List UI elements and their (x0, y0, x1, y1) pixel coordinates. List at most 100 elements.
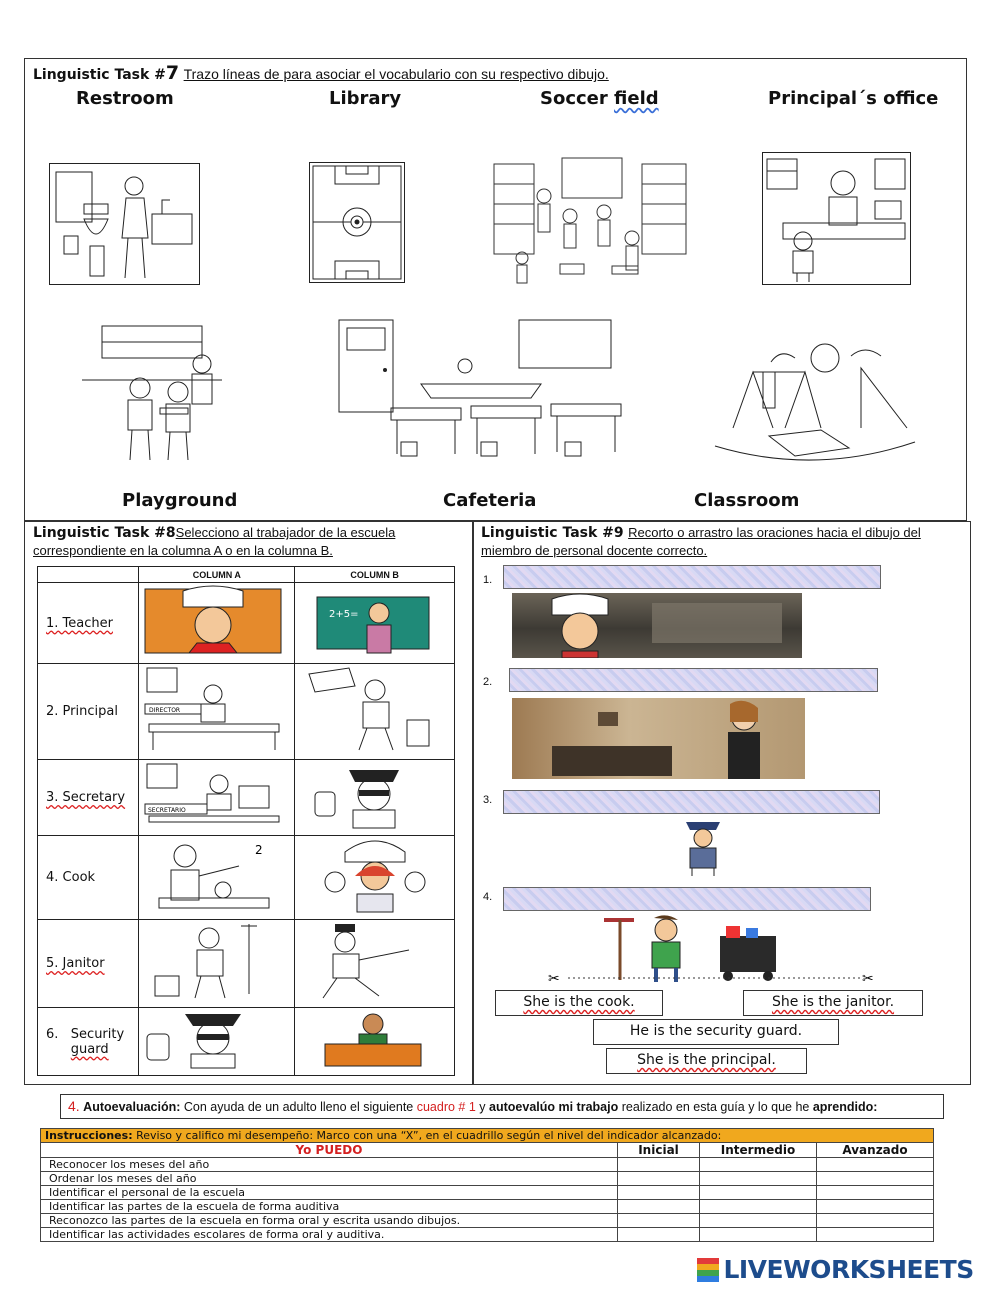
eval-cell[interactable] (699, 1213, 817, 1228)
sentence-cook[interactable]: She is the cook. (495, 990, 663, 1016)
row-cook-label: 4. Cook (36, 835, 140, 920)
classroom-picture[interactable] (331, 316, 633, 466)
restroom-picture[interactable] (49, 163, 200, 285)
eval-cell[interactable] (699, 1185, 817, 1200)
secretary-option-a[interactable]: SECRETARIO (138, 759, 296, 836)
cafeteria-picture[interactable] (72, 322, 230, 465)
brand-name: LIVEWORKSHEETS (723, 1255, 974, 1284)
row-secretary-label: 3. Secretary (36, 759, 140, 836)
eval-cell[interactable] (699, 1171, 817, 1186)
eval-item: Identificar las partes de la escuela de … (40, 1199, 618, 1214)
task8-instruction-2: correspondiente en la columna A o en la … (33, 543, 333, 558)
eval-level-advanced: Avanzado (816, 1142, 934, 1158)
principal-option-b[interactable] (294, 663, 455, 760)
eval-cell[interactable] (617, 1157, 700, 1172)
task8-header: Linguistic Task #8Selecciono al trabajad… (33, 524, 463, 560)
eval-cell[interactable] (699, 1227, 817, 1242)
cut-line: ✂ ✂ (548, 970, 878, 987)
task9-title: Linguistic Task #9 (481, 525, 624, 541)
eval-cell[interactable] (699, 1157, 817, 1172)
janitor-option-b[interactable] (294, 919, 455, 1008)
drop-slot-2[interactable] (509, 668, 878, 692)
eval-level-intermediate: Intermedio (699, 1142, 817, 1158)
eval-cell[interactable] (617, 1171, 700, 1186)
task7-instruction: Trazo líneas de para asociar el vocabula… (183, 66, 609, 82)
task7-header: Linguistic Task #7 Trazo líneas de para … (33, 62, 609, 84)
janitor-photo (600, 914, 796, 982)
drop-slot-4[interactable] (503, 887, 871, 911)
corner-cell (36, 566, 140, 583)
task7-panel (24, 58, 967, 521)
eval-cell[interactable] (816, 1227, 934, 1242)
drop-slot-1[interactable] (503, 565, 881, 589)
principals-office-picture[interactable] (762, 152, 911, 285)
column-b-header: COLUMN B (294, 566, 455, 583)
task7-label: Linguistic Task # (33, 67, 166, 83)
cook-photo (512, 593, 802, 659)
self-eval-banner: 4. Autoevaluación: Con ayuda de un adult… (60, 1094, 944, 1119)
eval-cell[interactable] (617, 1185, 700, 1200)
cook-option-b[interactable] (294, 835, 455, 920)
task8-title: Linguistic Task #8 (33, 525, 176, 541)
secretary-option-b[interactable] (294, 759, 455, 836)
eval-header-can: Yo PUEDO (40, 1142, 618, 1158)
eval-cell[interactable] (617, 1213, 700, 1228)
live-badge-icon (697, 1257, 719, 1282)
eval-cell[interactable] (816, 1185, 934, 1200)
word-classroom[interactable]: Classroom (694, 490, 800, 511)
self-eval-number: 4. (68, 1098, 80, 1114)
row-teacher-label: 1. Teacher (36, 582, 140, 664)
row-security-guard-label: 6. Security guard (36, 1007, 140, 1076)
security-guard-option-a[interactable] (138, 1007, 296, 1076)
eval-cell[interactable] (699, 1199, 817, 1214)
eval-cell[interactable] (617, 1227, 700, 1242)
word-cafeteria[interactable]: Cafeteria (443, 490, 537, 511)
eval-cell[interactable] (816, 1171, 934, 1186)
task8-instruction-1: Selecciono al trabajador de la escuela (175, 525, 396, 540)
scissors-icon-left: ✂ (548, 971, 560, 986)
playground-picture[interactable] (711, 336, 919, 464)
security-guard-option-b[interactable] (294, 1007, 455, 1076)
janitor-option-a[interactable] (138, 919, 296, 1008)
soccer-field-picture[interactable] (309, 162, 405, 283)
task8-panel (24, 521, 473, 1085)
staff-table: COLUMN A COLUMN B 1. Teacher 2+5= 2. Pri… (36, 566, 455, 1076)
task9-instruction-1: Recorto o arrastro las oraciones hacia e… (628, 525, 921, 540)
teacher-option-a[interactable] (138, 582, 296, 664)
item-number-2: 2. (483, 676, 493, 688)
eval-instructions-row: Instrucciones: Reviso y califico mi dese… (40, 1128, 934, 1143)
eval-item: Reconozco las partes de la escuela en fo… (40, 1213, 618, 1228)
teacher-option-b[interactable]: 2+5= (294, 582, 455, 664)
word-soccer-field[interactable]: Soccer field (540, 88, 659, 109)
drop-slot-3[interactable] (503, 790, 880, 814)
sentence-security-guard[interactable]: He is the security guard. (593, 1019, 839, 1045)
sentence-janitor[interactable]: She is the janitor. (743, 990, 923, 1016)
library-picture[interactable] (492, 154, 688, 289)
self-eval-table: Instrucciones: Reviso y califico mi dese… (40, 1128, 934, 1242)
sentence-principal[interactable]: She is the principal. (606, 1048, 807, 1074)
principal-option-a[interactable]: DIRECTOR (138, 663, 296, 760)
word-principals-office[interactable]: Principal´s office (768, 88, 939, 109)
board-text: 2+5= (329, 609, 358, 620)
self-eval-highlight: cuadro # 1 (416, 1100, 476, 1114)
eval-cell[interactable] (816, 1157, 934, 1172)
cook-option-a[interactable]: 2 (138, 835, 296, 920)
liveworksheets-logo: LIVEWORKSHEETS (697, 1255, 974, 1285)
column-a-header: COLUMN A (138, 566, 296, 583)
eval-item: Ordenar los meses del año (40, 1171, 618, 1186)
item-number-1: 1. (483, 574, 493, 586)
scissors-icon-right: ✂ (862, 971, 874, 986)
eval-cell[interactable] (816, 1199, 934, 1214)
eval-cell[interactable] (816, 1213, 934, 1228)
row-principal-label: 2. Principal (36, 663, 140, 760)
security-guard-photo (672, 818, 734, 876)
word-playground[interactable]: Playground (122, 490, 238, 511)
secretario-sign: SECRETARIO (148, 807, 186, 814)
task9-instruction-2: miembro de personal docente correcto. (481, 543, 708, 558)
item-number-4: 4. (483, 891, 493, 903)
word-library[interactable]: Library (329, 88, 402, 109)
eval-cell[interactable] (617, 1199, 700, 1214)
task9-header: Linguistic Task #9 Recorto o arrastro la… (481, 524, 963, 560)
eval-item: Identificar el personal de la escuela (40, 1185, 618, 1200)
word-restroom[interactable]: Restroom (76, 88, 174, 109)
